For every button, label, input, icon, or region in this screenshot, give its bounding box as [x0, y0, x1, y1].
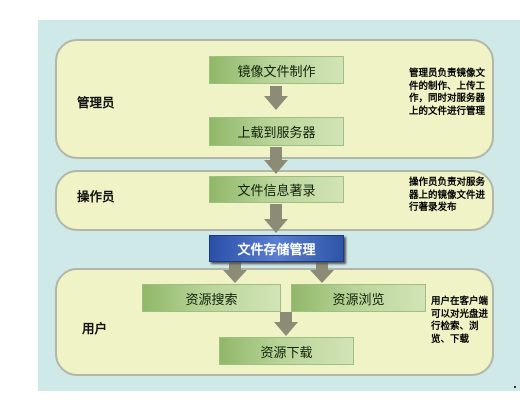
arrow-down — [310, 262, 334, 283]
step-file-info-cataloging: 文件信息著录 — [209, 176, 344, 203]
user-role-label: 用户 — [82, 321, 108, 336]
operator-note: 操作员负责对服务器上的镜像文件进行著录发布 — [409, 177, 486, 213]
admin-role-label: 管理员 — [77, 95, 115, 110]
admin-note: 管理员负责镜像文件的制作、上传工作，同时对服务器上的文件进行管理 — [409, 68, 486, 117]
arrow-down — [223, 262, 247, 283]
step-resource-search: 资源搜索 — [142, 284, 281, 312]
operator-role-label: 操作员 — [77, 189, 115, 204]
arrow-down — [264, 147, 288, 174]
step-resource-browse: 资源浏览 — [291, 284, 426, 312]
step-resource-download: 资源下载 — [219, 337, 354, 365]
corner-dot — [514, 386, 516, 388]
user-note: 用户在客户端可以对光盘进行检索、浏览、下载 — [431, 296, 489, 345]
arrow-down — [274, 312, 298, 336]
step-mirror-file-creation: 镜像文件制作 — [209, 56, 344, 84]
arrow-down — [264, 204, 288, 233]
step-upload-to-server: 上载到服务器 — [209, 117, 344, 146]
arrow-down — [264, 86, 288, 110]
step-file-storage-management: 文件存储管理 — [209, 235, 344, 262]
